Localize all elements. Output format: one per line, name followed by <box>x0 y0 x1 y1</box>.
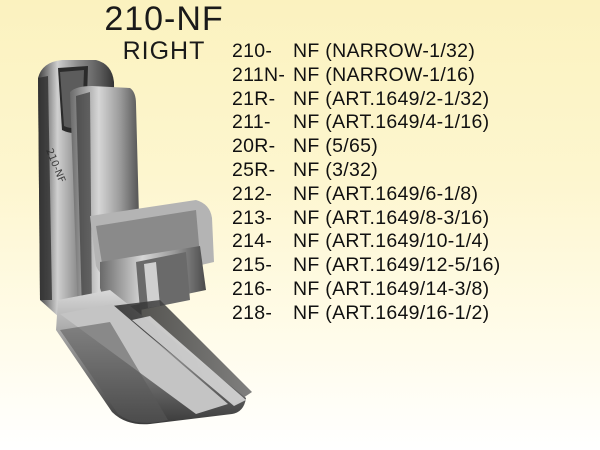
list-item: 211N- NF (NARROW-1/16) <box>232 64 501 88</box>
list-item: 25R- NF (3/32) <box>232 159 501 183</box>
model-spec: NF (ART.1649/8-3/16) <box>293 206 490 229</box>
list-item: 215- NF (ART.1649/12-5/16) <box>232 254 501 278</box>
list-item: 213- NF (ART.1649/8-3/16) <box>232 207 501 231</box>
foot-sole <box>56 290 252 425</box>
model-side: RIGHT <box>122 37 206 65</box>
list-item: 211- NF (ART.1649/4-1/16) <box>232 111 501 135</box>
model-spec: NF (NARROW-1/32) <box>293 40 476 62</box>
model-spec: NF (ART.1649/14-3/8) <box>293 277 490 300</box>
list-item: 218- NF (ART.1649/16-1/2) <box>232 302 501 326</box>
model-spec: NF (ART.1649/4-1/16) <box>293 111 490 134</box>
model-code: 25R- <box>232 158 276 181</box>
model-code: 214- <box>232 230 273 253</box>
model-code: 218- <box>232 301 273 324</box>
model-spec: NF (5/65) <box>293 135 379 158</box>
list-item: 214- NF (ART.1649/10-1/4) <box>232 230 501 254</box>
list-item: 212- NF (ART.1649/6-1/8) <box>232 183 501 207</box>
model-list: 210- NF (NARROW-1/32) 211N- NF (NARROW-1/1… <box>232 40 501 326</box>
model-spec: NF (ART.1649/10-1/4) <box>293 230 490 253</box>
model-spec: NF (ART.1649/16-1/2) <box>293 301 490 324</box>
model-code: 211N- <box>232 63 286 86</box>
list-item: 210- NF (NARROW-1/32) <box>232 40 501 64</box>
foot-toe-block <box>87 200 214 310</box>
model-code: 213- <box>232 206 273 229</box>
model-code: 210- <box>232 40 273 62</box>
model-spec: NF (NARROW-1/16) <box>293 63 476 86</box>
model-spec: NF (3/32) <box>293 158 379 181</box>
list-item: 20R- NF (5/65) <box>232 135 501 159</box>
model-code: 216- <box>232 277 273 300</box>
model-spec: NF (ART.1649/6-1/8) <box>293 182 479 205</box>
list-item: 216- NF (ART.1649/14-3/8) <box>232 278 501 302</box>
model-code: 215- <box>232 254 273 277</box>
model-spec: NF (ART.1649/12-5/16) <box>293 254 501 277</box>
model-spec: NF (ART.1649/2-1/32) <box>293 87 490 110</box>
model-code: 211- <box>232 111 271 134</box>
list-item: 21R- NF (ART.1649/2-1/32) <box>232 88 501 112</box>
model-number: 210-NF <box>104 0 224 38</box>
model-code: 20R- <box>232 135 276 158</box>
model-code: 21R- <box>232 87 276 110</box>
model-code: 212- <box>232 182 273 205</box>
product-title: 210-NF RIGHT <box>104 2 224 64</box>
